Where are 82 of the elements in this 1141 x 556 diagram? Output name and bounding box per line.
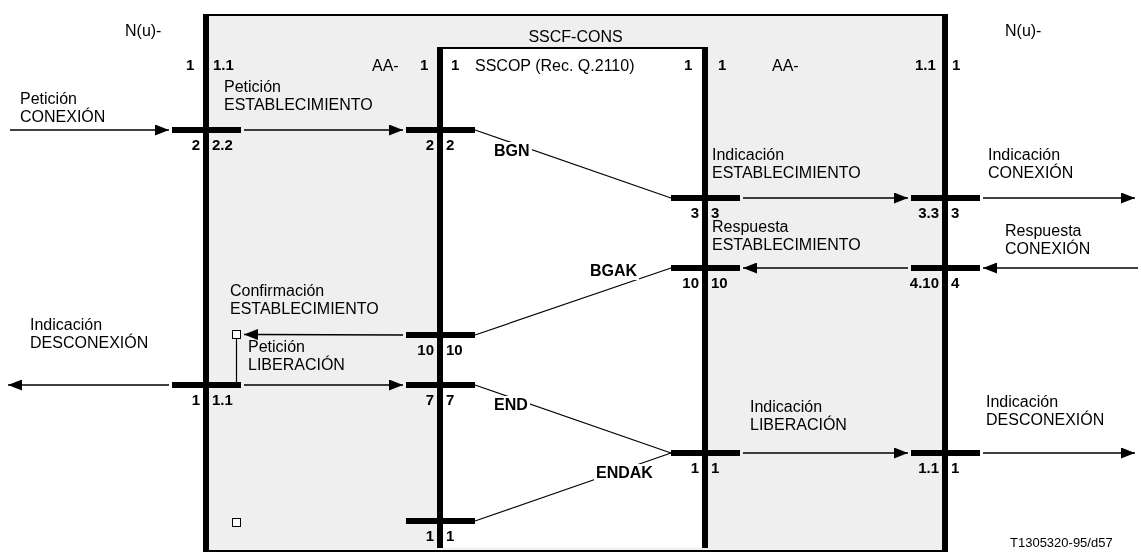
state-number: 10 (417, 342, 434, 358)
layer-title: SSCOP (Rec. Q.2110) (475, 57, 635, 75)
edge-label: Petición LIBERACIÓN (248, 338, 345, 374)
state-number: 1 (690, 460, 699, 476)
edge-label: Respuesta ESTABLECIMIENTO (712, 218, 861, 254)
signal-line (474, 384, 672, 454)
figure-id: T1305320-95/d57 (1010, 534, 1113, 552)
arrow (742, 262, 909, 274)
state-number: 2 (425, 137, 434, 153)
edge-label: Confirmación ESTABLECIMIENTO (230, 282, 379, 318)
signal-label: BGAK (588, 262, 640, 280)
arrow (243, 329, 404, 341)
state-number: 1 (446, 528, 455, 544)
arrow (7, 379, 170, 391)
event-bar (172, 382, 241, 388)
event-bar (911, 450, 980, 456)
event-bar (671, 195, 740, 201)
event-bar (911, 195, 980, 201)
state-number: 1 (425, 528, 434, 544)
event-bar (406, 518, 475, 524)
event-bar (406, 127, 475, 133)
protocol-layer-box (203, 14, 948, 552)
event-bar (172, 127, 241, 133)
arrow (9, 124, 170, 136)
arrow (982, 262, 1139, 274)
state-number: 1 (718, 57, 727, 73)
layer-label: N(u)- (125, 22, 162, 40)
arrow (982, 447, 1136, 459)
state-number: 7 (425, 392, 434, 408)
edge-label: Respuesta CONEXIÓN (1005, 222, 1091, 258)
arrow (742, 447, 909, 459)
arrow (982, 192, 1136, 204)
signal-line (235, 338, 238, 383)
layer-label: N(u)- (1005, 22, 1042, 40)
signal-label: ENDAK (594, 464, 655, 482)
event-bar (671, 450, 740, 456)
signal-line (474, 267, 672, 336)
state-number: 4 (951, 275, 960, 291)
state-number: 3 (690, 205, 699, 221)
edge-label: Indicación ESTABLECIMIENTO (712, 146, 861, 182)
state-number: 3 (711, 205, 720, 221)
layer-title: SSCF-CONS (527, 28, 624, 46)
arrow (243, 124, 404, 136)
state-number: 1 (684, 57, 693, 73)
state-number: 4.10 (909, 275, 939, 291)
state-number: 10 (711, 275, 728, 291)
event-bar (671, 265, 740, 271)
state-number: 1.1 (915, 57, 936, 73)
state-number: 1.1 (212, 392, 233, 408)
state-number: 3 (951, 205, 960, 221)
state-number: 1 (191, 392, 200, 408)
edge-label: Petición CONEXIÓN (20, 90, 106, 126)
edge-label: Indicación CONEXIÓN (988, 146, 1074, 182)
state-number: 1.1 (918, 460, 939, 476)
state-number: 1 (420, 57, 429, 73)
state-number: 2 (446, 137, 455, 153)
state-number: 1 (951, 460, 960, 476)
state-square (232, 330, 241, 339)
state-number: 10 (446, 342, 463, 358)
state-square (232, 518, 241, 527)
state-number: 10 (682, 275, 699, 291)
state-number: 1.1 (213, 57, 234, 73)
arrow (742, 192, 909, 204)
edge-label: Petición ESTABLECIMIENTO (224, 78, 373, 114)
layer-label: AA- (772, 57, 799, 75)
arrow (243, 379, 404, 391)
state-number: 1 (711, 460, 720, 476)
event-bar (911, 265, 980, 271)
event-bar (406, 382, 475, 388)
signal-line (474, 129, 672, 199)
state-number: 2 (191, 137, 200, 153)
state-number: 1 (451, 57, 460, 73)
state-number: 3.3 (918, 205, 939, 221)
state-number: 2.2 (212, 137, 233, 153)
layer-label: AA- (372, 57, 399, 75)
state-number: 1 (186, 57, 195, 73)
state-number: 7 (446, 392, 455, 408)
event-bar (406, 332, 475, 338)
state-number: 1 (952, 57, 961, 73)
edge-label: Indicación DESCONEXIÓN (30, 316, 149, 352)
edge-label: Indicación LIBERACIÓN (750, 398, 847, 434)
edge-label: Indicación DESCONEXIÓN (986, 393, 1105, 429)
